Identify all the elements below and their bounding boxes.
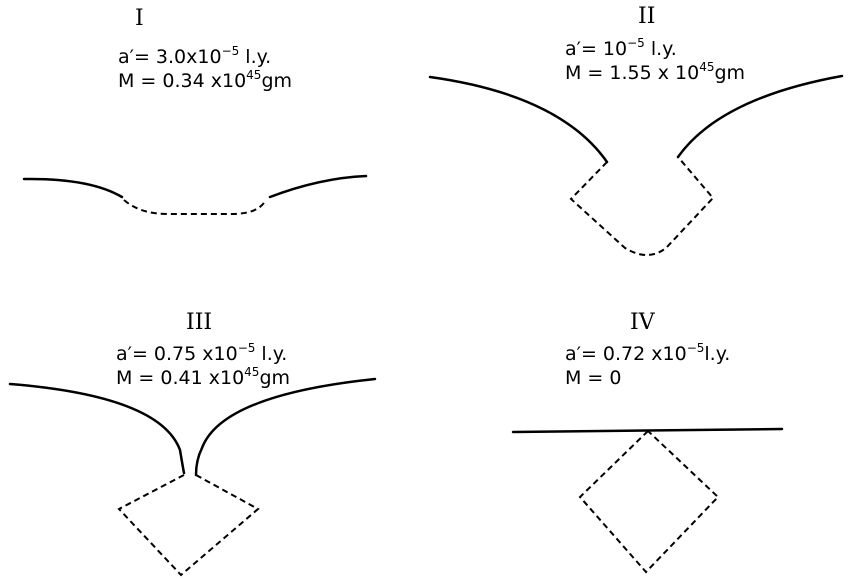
panel-2-numeral: II: [638, 4, 656, 29]
panel-4-dashed-path: [578, 429, 720, 574]
panel-3-a-exponent: −5: [237, 341, 256, 355]
panel-1-mass-unit: gm: [261, 70, 293, 92]
panel-3-right-curve: [194, 377, 377, 477]
panel-2-a-unit: l.y.: [644, 38, 677, 60]
panel-1-mass-label: M = 0.34 x1045gm: [118, 64, 292, 92]
panel-1-a-exponent: −5: [221, 44, 240, 58]
panel-3-mass-unit: gm: [259, 367, 291, 389]
panel-4-drawing: [511, 427, 784, 574]
panel-2-mass-unit: gm: [714, 62, 746, 84]
panel-2-a-label: a′= 10−5 l.y.: [565, 32, 677, 60]
panel-2-dashed-path: [569, 156, 715, 256]
panel-3-numeral: III: [186, 310, 213, 335]
panel-3-mass-label: M = 0.41 x1045gm: [116, 361, 290, 389]
panel-1-dashed-path: [123, 199, 267, 215]
panel-2-mass-exponent: 45: [699, 60, 715, 74]
panel-4-a-exponent: −5: [686, 341, 705, 355]
panel-4-mass-label: M = 0: [565, 361, 621, 389]
panel-3-mass-mantissa: M = 0.41 x10: [116, 367, 245, 389]
panel-2-drawing: [428, 74, 844, 256]
panel-3-mass-exponent: 45: [244, 365, 260, 379]
panel-1-left-curve: [22, 177, 124, 199]
panel-3-a-label: a′= 0.75 x10−5 l.y.: [116, 337, 287, 365]
panel-4-mass-mantissa: M = 0: [565, 367, 622, 389]
panel-4-a-label: a′= 0.72 x10−5l.y.: [565, 337, 730, 365]
panel-1-numeral: I: [135, 6, 144, 31]
panel-1-right-star: [255, 185, 281, 211]
panel-4-a-unit: l.y.: [704, 343, 731, 365]
panel-1-a-label: a′= 3.0x10−5 l.y.: [118, 40, 271, 68]
panel-3-drawing: [8, 377, 377, 577]
panel-1-drawing: [22, 174, 368, 215]
panel-3-dashed-path: [117, 474, 260, 577]
panel-3-left-curve: [8, 382, 186, 475]
panel-1-right-curve: [268, 174, 368, 199]
panel-2-mass-label: M = 1.55 x 1045gm: [565, 56, 745, 84]
panel-1-a-unit: l.y.: [239, 46, 272, 68]
panel-1-a-mantissa: a′= 3.0x10: [118, 46, 222, 68]
panel-2-a-mantissa: a′= 10: [565, 38, 628, 60]
panel-2-mass-mantissa: M = 1.55 x 10: [565, 62, 700, 84]
panel-1-mass-exponent: 45: [246, 68, 262, 82]
panel-2-right-curve: [676, 74, 844, 159]
panel-3-a-unit: l.y.: [255, 343, 288, 365]
panel-4-a-mantissa: a′= 0.72 x10: [565, 343, 687, 365]
panel-2-left-curve: [428, 75, 609, 164]
panel-4-numeral: IV: [630, 310, 655, 335]
panel-1-mass-mantissa: M = 0.34 x10: [118, 70, 247, 92]
panel-3-a-mantissa: a′= 0.75 x10: [116, 343, 238, 365]
panel-2-a-exponent: −5: [627, 36, 645, 50]
